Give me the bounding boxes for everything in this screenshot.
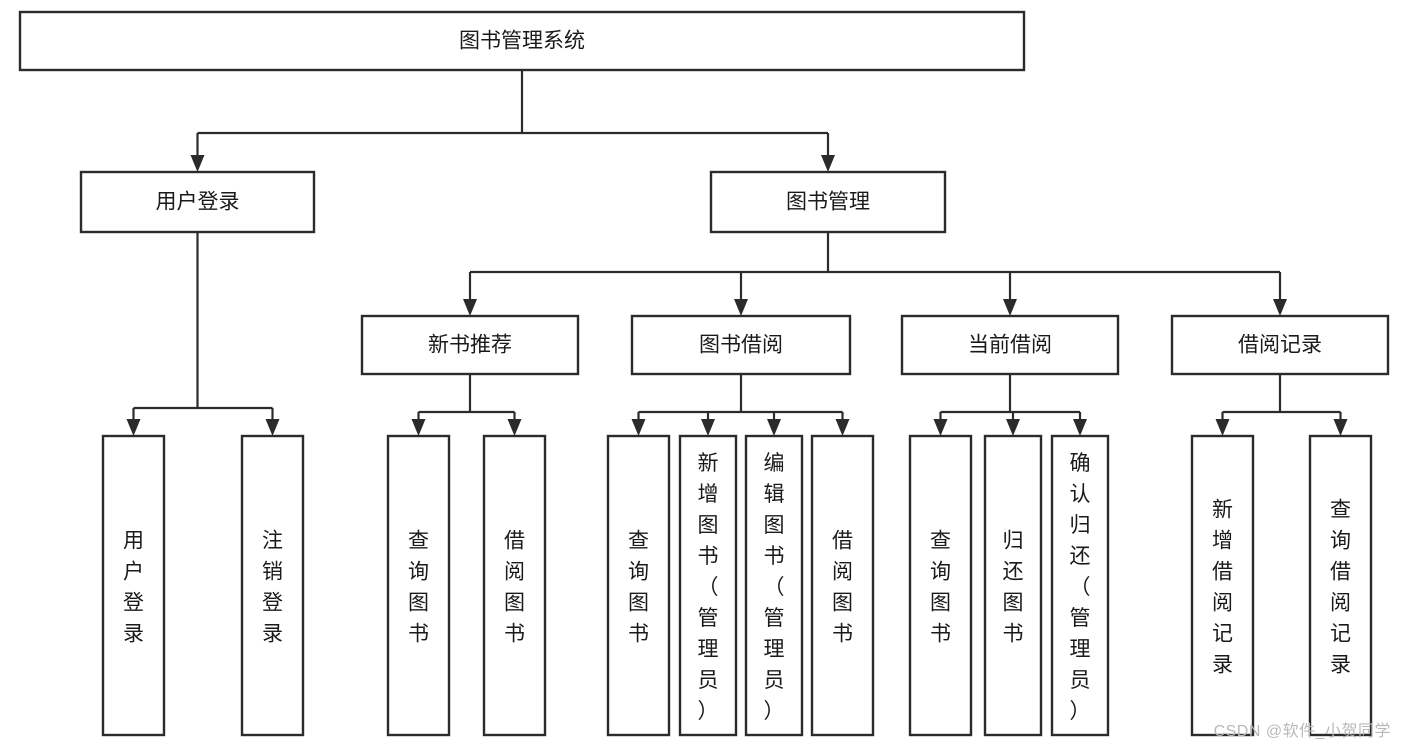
node-label-book-manage: 图书管理 <box>786 191 870 214</box>
node-book-borrow[interactable]: 图书借阅 <box>630 314 852 376</box>
bookmanage-to-l3-arrow-2 <box>1003 299 1017 316</box>
node-label-leaf-user-login: 用户登录 <box>123 530 144 646</box>
bookmanage-to-l3-arrow-0 <box>463 299 477 316</box>
node-box-leaf-add-borrow-record <box>1190 434 1255 737</box>
node-box-leaf-query-book-rec <box>386 434 451 737</box>
node-label-leaf-edit-book: 编辑图书（管理员） <box>764 452 785 723</box>
node-box-leaf-query-book-cur <box>908 434 973 737</box>
bookmanage-to-l3-arrow-1 <box>734 299 748 316</box>
node-new-book-recommend[interactable]: 新书推荐 <box>360 314 580 376</box>
node-box-leaf-return-book <box>983 434 1043 737</box>
node-label-leaf-logout: 注销登录 <box>262 530 283 646</box>
node-label-leaf-query-book-rec: 查询图书 <box>408 530 429 646</box>
node-layer: 图书管理系统用户登录图书管理新书推荐图书借阅当前借阅借阅记录用户登录注销登录查询… <box>18 10 1390 737</box>
node-box-leaf-borrow-book <box>810 434 875 737</box>
node-box-book-manage <box>709 170 947 234</box>
node-leaf-confirm-return[interactable]: 确认归还（管理员） <box>1050 434 1110 737</box>
node-box-leaf-user-login <box>101 434 166 737</box>
node-leaf-add-borrow-record[interactable]: 新增借阅记录 <box>1190 434 1255 737</box>
node-book-manage[interactable]: 图书管理 <box>709 170 947 234</box>
node-leaf-borrow-book[interactable]: 借阅图书 <box>810 434 875 737</box>
leafgroup-user-login-arrow-0 <box>126 419 141 436</box>
leafgroup-book-borrow-arrow-1 <box>701 419 715 436</box>
node-label-leaf-borrow-book: 借阅图书 <box>832 530 853 646</box>
node-box-book-borrow <box>630 314 852 376</box>
node-current-borrow[interactable]: 当前借阅 <box>900 314 1120 376</box>
leafgroup-user-login-arrow-1 <box>265 419 280 436</box>
node-label-root: 图书管理系统 <box>459 30 585 53</box>
node-label-borrow-record: 借阅记录 <box>1238 334 1322 357</box>
node-box-leaf-query-borrow-record <box>1308 434 1373 737</box>
node-label-leaf-confirm-return: 确认归还（管理员） <box>1070 452 1091 723</box>
node-label-leaf-query-book-cur: 查询图书 <box>930 530 951 646</box>
node-user-login[interactable]: 用户登录 <box>79 170 316 234</box>
node-leaf-add-book[interactable]: 新增图书（管理员） <box>678 434 738 737</box>
node-label-leaf-add-book: 新增图书（管理员） <box>698 452 719 723</box>
node-label-leaf-borrow-book-rec: 借阅图书 <box>504 530 525 646</box>
node-label-leaf-return-book: 归还图书 <box>1003 530 1024 646</box>
node-leaf-query-borrow-record[interactable]: 查询借阅记录 <box>1308 434 1373 737</box>
leafgroup-new-book-recommend-arrow-0 <box>411 419 426 436</box>
node-label-leaf-query-book-borrow: 查询图书 <box>628 530 649 646</box>
node-box-current-borrow <box>900 314 1120 376</box>
node-box-leaf-borrow-book-rec <box>482 434 547 737</box>
node-label-user-login: 用户登录 <box>156 191 240 214</box>
node-root[interactable]: 图书管理系统 <box>18 10 1026 72</box>
node-leaf-logout[interactable]: 注销登录 <box>240 434 305 737</box>
node-leaf-query-book-rec[interactable]: 查询图书 <box>386 434 451 737</box>
node-leaf-return-book[interactable]: 归还图书 <box>983 434 1043 737</box>
leafgroup-current-borrow-arrow-2 <box>1073 419 1087 436</box>
node-leaf-borrow-book-rec[interactable]: 借阅图书 <box>482 434 547 737</box>
leafgroup-borrow-record-arrow-0 <box>1215 419 1230 436</box>
root-to-l2-arrow-0 <box>190 155 205 172</box>
node-borrow-record[interactable]: 借阅记录 <box>1170 314 1390 376</box>
leafgroup-book-borrow-arrow-2 <box>767 419 781 436</box>
node-box-user-login <box>79 170 316 234</box>
node-box-leaf-confirm-return <box>1050 434 1110 737</box>
node-leaf-query-book-cur[interactable]: 查询图书 <box>908 434 973 737</box>
leafgroup-new-book-recommend-arrow-1 <box>507 419 522 436</box>
leafgroup-borrow-record-arrow-1 <box>1333 419 1348 436</box>
node-box-leaf-logout <box>240 434 305 737</box>
node-label-leaf-query-borrow-record: 查询借阅记录 <box>1330 499 1351 677</box>
leafgroup-current-borrow-arrow-0 <box>933 419 948 436</box>
node-leaf-query-book-borrow[interactable]: 查询图书 <box>606 434 671 737</box>
node-box-root <box>18 10 1026 72</box>
node-label-book-borrow: 图书借阅 <box>699 334 783 357</box>
csdn-watermark: CSDN @软件_小贺同学 <box>1213 723 1391 740</box>
leafgroup-book-borrow-arrow-3 <box>835 419 850 436</box>
node-leaf-edit-book[interactable]: 编辑图书（管理员） <box>744 434 804 737</box>
root-to-l2-arrow-1 <box>821 155 835 172</box>
node-label-leaf-add-borrow-record: 新增借阅记录 <box>1212 499 1233 677</box>
node-label-new-book-recommend: 新书推荐 <box>428 334 512 357</box>
node-leaf-user-login[interactable]: 用户登录 <box>101 434 166 737</box>
bookmanage-to-l3-arrow-3 <box>1273 299 1287 316</box>
node-label-current-borrow: 当前借阅 <box>968 334 1052 357</box>
leafgroup-current-borrow-arrow-1 <box>1006 419 1020 436</box>
leafgroup-book-borrow-arrow-0 <box>631 419 646 436</box>
node-box-borrow-record <box>1170 314 1390 376</box>
connector-layer <box>126 70 1348 436</box>
node-box-new-book-recommend <box>360 314 580 376</box>
node-box-leaf-query-book-borrow <box>606 434 671 737</box>
node-box-leaf-add-book <box>678 434 738 737</box>
node-box-leaf-edit-book <box>744 434 804 737</box>
